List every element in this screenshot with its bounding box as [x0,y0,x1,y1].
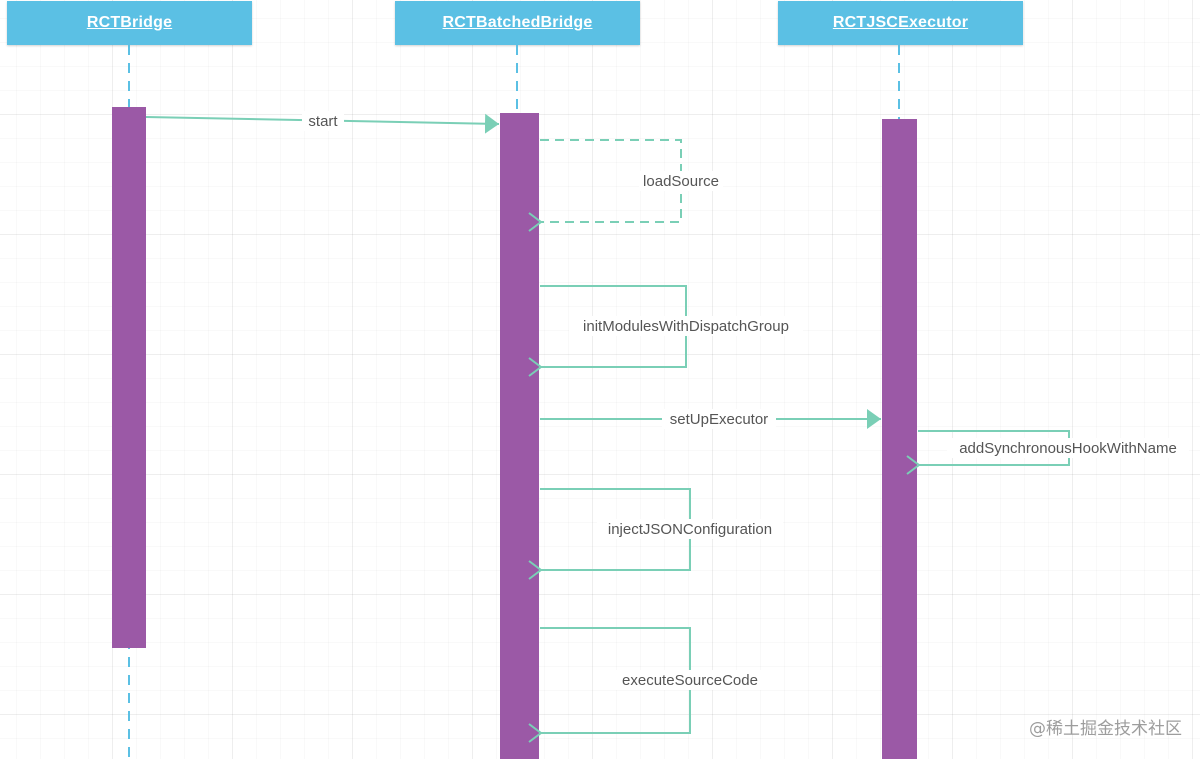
message-label-set-up-executor: setUpExecutor [670,411,768,428]
message-init-modules: initModulesWithDispatchGroup [540,285,803,367]
activation-rctjscexecutor [882,119,917,759]
participant-rctbridge: RCTBridge [7,1,252,45]
message-set-up-executor: setUpExecutor [540,409,881,429]
message-label-init-modules: initModulesWithDispatchGroup [583,318,789,335]
message-label-start: start [308,113,338,130]
message-label-execute-source: executeSourceCode [622,672,758,689]
participant-rctjscexecutor: RCTJSCExecutor [778,1,1023,45]
message-label-load-source: loadSource [643,173,719,190]
message-load-source: loadSource [540,139,723,222]
message-label-inject-json: injectJSONConfiguration [608,521,772,538]
message-label-add-hook: addSynchronousHookWithName [959,440,1177,457]
message-add-hook: addSynchronousHookWithName [918,430,1189,465]
activation-rctbridge [112,107,146,648]
watermark: @稀土掘金技术社区 [1029,719,1182,739]
message-start: start [145,111,500,134]
participant-rctbatchedbridge: RCTBatchedBridge [395,1,640,45]
message-inject-json: injectJSONConfiguration [540,488,783,570]
activation-rctbatchedbridge [500,113,539,759]
message-execute-source: executeSourceCode [540,627,765,733]
